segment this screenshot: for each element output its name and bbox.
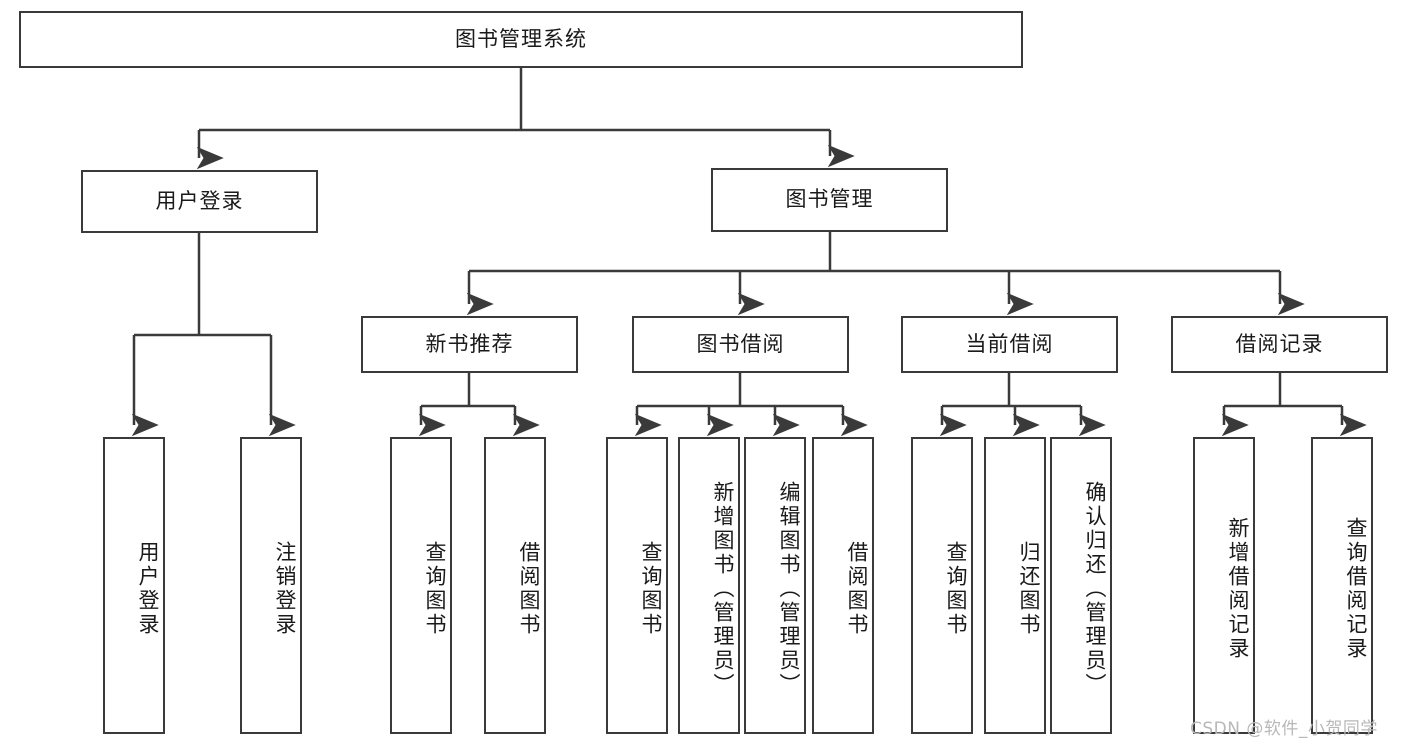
node-leaf-return-book[interactable]: 归还图书: [984, 437, 1046, 734]
node-label: 查询图书: [423, 540, 447, 637]
csdn-watermark: CSDN @软件_小贺同学: [1190, 719, 1378, 739]
node-new-book-rec[interactable]: 新书推荐: [361, 316, 578, 373]
node-label: 图书借阅: [696, 331, 785, 356]
node-leaf-borrow-book-1[interactable]: 借阅图书: [484, 437, 546, 734]
node-current-borrow[interactable]: 当前借阅: [901, 316, 1118, 373]
node-label: 注销登录: [273, 540, 297, 637]
node-label: 确认归还（管理员）: [1083, 480, 1107, 697]
node-label: 查询借阅记录: [1344, 516, 1368, 661]
node-book-manage[interactable]: 图书管理: [711, 168, 948, 232]
node-leaf-query-book-3[interactable]: 查询图书: [911, 437, 973, 734]
node-label: 编辑图书（管理员）: [777, 480, 801, 697]
node-root-system[interactable]: 图书管理系统: [19, 11, 1023, 68]
node-user-login[interactable]: 用户登录: [81, 170, 318, 233]
node-label: 新增图书（管理员）: [711, 480, 735, 697]
node-leaf-query-record[interactable]: 查询借阅记录: [1311, 437, 1373, 734]
node-leaf-logout[interactable]: 注销登录: [240, 437, 302, 734]
node-label: 用户登录: [136, 540, 160, 637]
node-label: 查询图书: [639, 540, 663, 637]
node-label: 归还图书: [1017, 540, 1041, 637]
node-leaf-borrow-book-2[interactable]: 借阅图书: [812, 437, 874, 734]
node-borrow-record[interactable]: 借阅记录: [1171, 316, 1388, 373]
node-label: 借阅图书: [845, 540, 869, 637]
node-label: 新增借阅记录: [1226, 516, 1250, 661]
node-label: 图书管理系统: [455, 26, 587, 51]
node-leaf-user-login[interactable]: 用户登录: [103, 437, 165, 734]
node-label: 借阅图书: [517, 540, 541, 637]
node-leaf-add-record[interactable]: 新增借阅记录: [1193, 437, 1255, 734]
node-leaf-add-book[interactable]: 新增图书（管理员）: [678, 437, 740, 734]
node-label: 图书管理: [785, 187, 874, 212]
node-label: 用户登录: [155, 188, 244, 213]
node-label: 新书推荐: [425, 331, 514, 356]
node-label: 查询图书: [944, 540, 968, 637]
node-leaf-confirm-return[interactable]: 确认归还（管理员）: [1050, 437, 1112, 734]
node-label: 借阅记录: [1235, 331, 1324, 356]
node-label: 当前借阅: [965, 331, 1054, 356]
node-leaf-edit-book[interactable]: 编辑图书（管理员）: [744, 437, 806, 734]
node-leaf-query-book-2[interactable]: 查询图书: [606, 437, 668, 734]
node-book-borrow[interactable]: 图书借阅: [632, 316, 849, 373]
node-leaf-query-book-1[interactable]: 查询图书: [390, 437, 452, 734]
